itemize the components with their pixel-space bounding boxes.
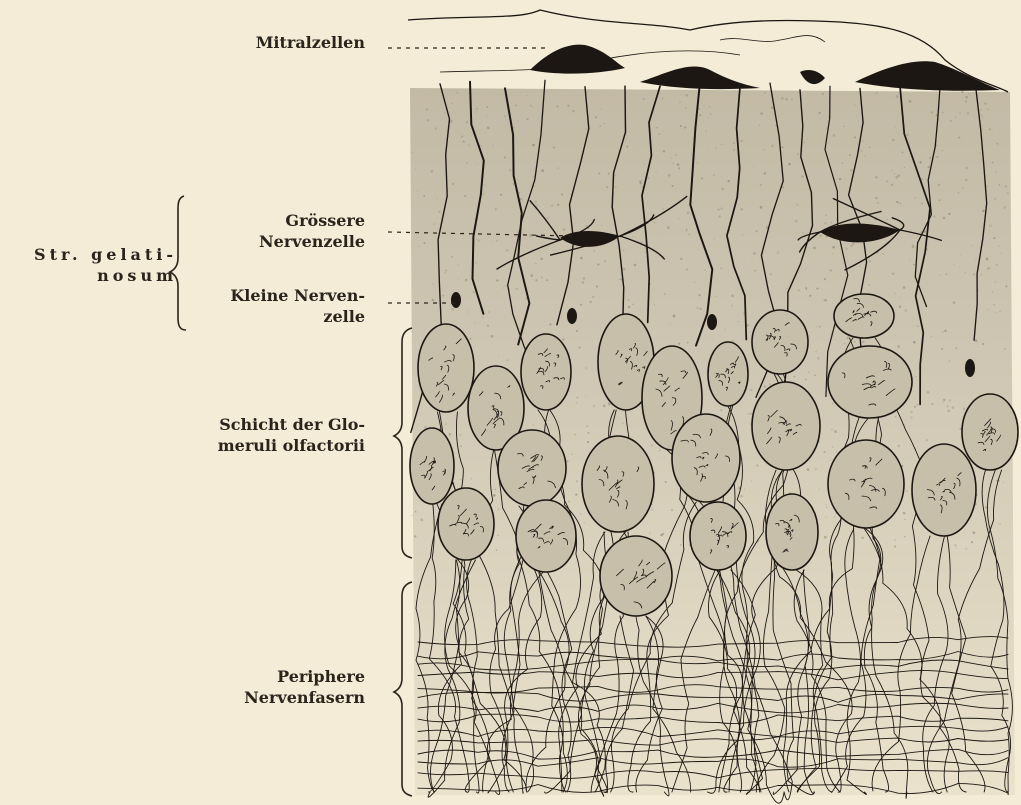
glomerulus — [672, 414, 740, 502]
nerve-cell-small — [451, 292, 461, 308]
label-groessere-line2: Nervenzelle — [259, 231, 365, 252]
label-schicht-glomeruli: Schicht der Glo- meruli olfactorii — [218, 414, 365, 456]
label-kleine-line2: zelle — [230, 306, 365, 327]
label-groessere-nervenzelle: Grössere Nervenzelle — [259, 210, 365, 252]
glomerulus — [752, 382, 820, 470]
glomerulus — [708, 342, 748, 406]
label-groessere-line1: Grössere — [259, 210, 365, 231]
glomerulus — [690, 502, 746, 570]
label-schicht-line2: meruli olfactorii — [218, 435, 365, 456]
mitral-cell — [800, 70, 825, 84]
glomerulus — [582, 436, 654, 532]
label-schicht-line1: Schicht der Glo- — [218, 414, 365, 435]
glomerulus — [752, 310, 808, 374]
label-mitralzellen: Mitralzellen — [256, 32, 365, 53]
glomerulus — [410, 428, 454, 504]
glomerulus — [600, 536, 672, 616]
label-mitral-text: Mitralzellen — [256, 33, 365, 52]
glomerulus — [498, 430, 566, 506]
glomerulus — [962, 394, 1018, 470]
label-kleine-nervenzelle: Kleine Nerven- zelle — [230, 285, 365, 327]
label-periphere-line2: Nervenfasern — [244, 687, 365, 708]
bracket-glomeruli — [394, 328, 412, 558]
label-str-gelatinosum: Str. gelati- nosum — [34, 244, 177, 286]
glomerulus — [828, 346, 912, 418]
label-kleine-line1: Kleine Nerven- — [230, 285, 365, 306]
glomerulus — [521, 334, 571, 410]
mitral-cell — [855, 61, 1000, 91]
bracket-fibers — [394, 582, 412, 796]
glomerulus — [438, 488, 494, 560]
glomerulus — [834, 294, 894, 338]
mitral-cell — [530, 45, 625, 74]
label-str-line1: Str. gelati- — [34, 244, 177, 265]
glomerulus — [418, 324, 474, 412]
label-periphere-nervenfasern: Periphere Nervenfasern — [244, 666, 365, 708]
glomerulus — [766, 494, 818, 570]
nerve-cell-small — [965, 359, 975, 377]
glomerulus — [912, 444, 976, 536]
label-periphere-line1: Periphere — [244, 666, 365, 687]
glomerulus — [516, 500, 576, 572]
glomerulus — [828, 440, 904, 528]
nerve-cell-small — [707, 314, 717, 330]
mitral-cells — [530, 45, 1000, 91]
label-str-line2: nosum — [34, 265, 177, 286]
nerve-cell-small — [567, 308, 577, 324]
